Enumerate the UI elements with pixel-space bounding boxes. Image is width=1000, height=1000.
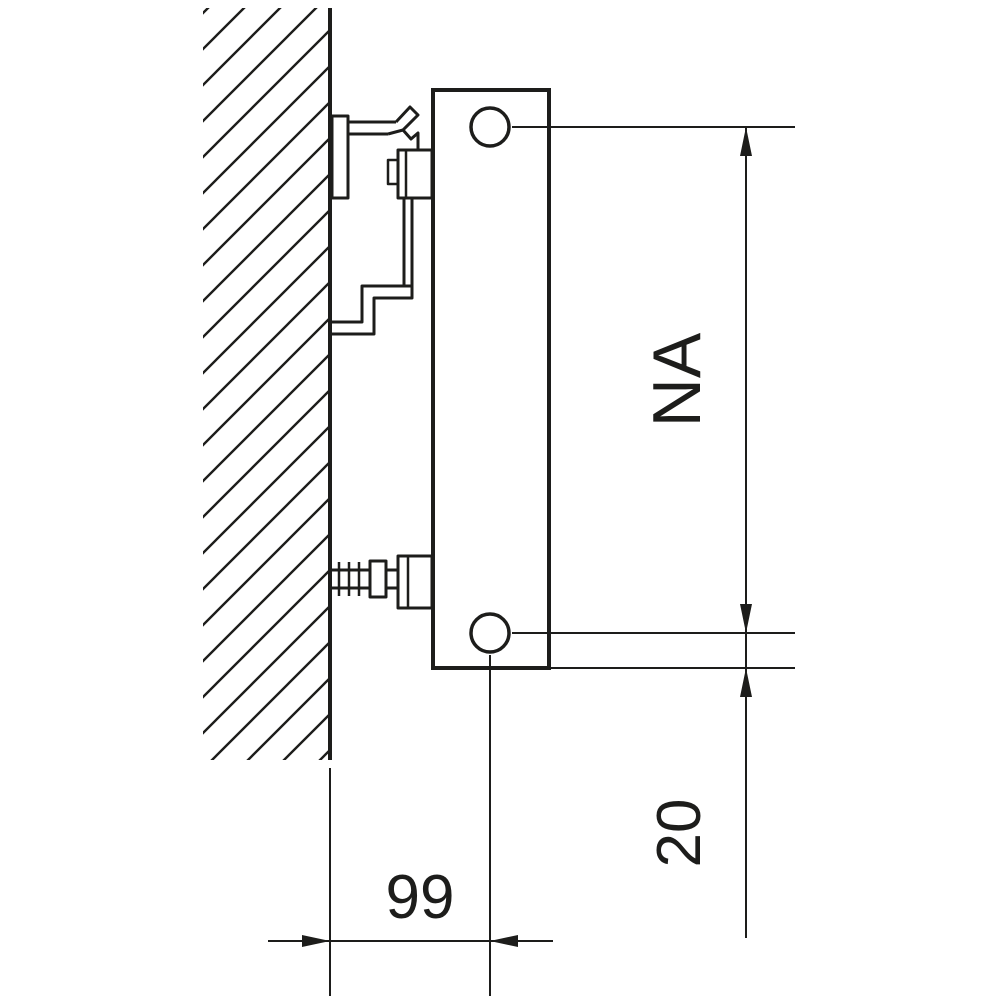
mounting-bolt-bottom [331, 554, 434, 610]
radiator-body [431, 88, 551, 670]
arrow-20-top [740, 668, 752, 697]
dimension-label-99: 99 [386, 863, 455, 932]
extension-lines [329, 126, 795, 996]
arrow-99-right [490, 935, 518, 947]
bracket-foot-lower [331, 286, 414, 336]
bottom-connection-circle [469, 612, 511, 654]
bracket-wall-plate [330, 114, 350, 200]
arrow-99-left [302, 935, 330, 947]
arrow-na-top [740, 127, 752, 156]
dimension-label-na: NA [639, 332, 715, 427]
bracket-hook-joint [387, 128, 404, 136]
bracket-foot-upper [331, 284, 412, 324]
bracket-clamp-block [396, 148, 434, 200]
mounting-bracket-top [330, 105, 434, 336]
arrow-na-bottom [740, 604, 752, 633]
valve-block [396, 554, 434, 610]
wall-hatching [203, 8, 329, 760]
top-connection-circle [469, 106, 511, 148]
dimension-arrows [302, 127, 752, 947]
bracket-hook [394, 105, 420, 150]
dimension-label-20: 20 [645, 799, 714, 868]
bolt-nut [368, 559, 388, 599]
